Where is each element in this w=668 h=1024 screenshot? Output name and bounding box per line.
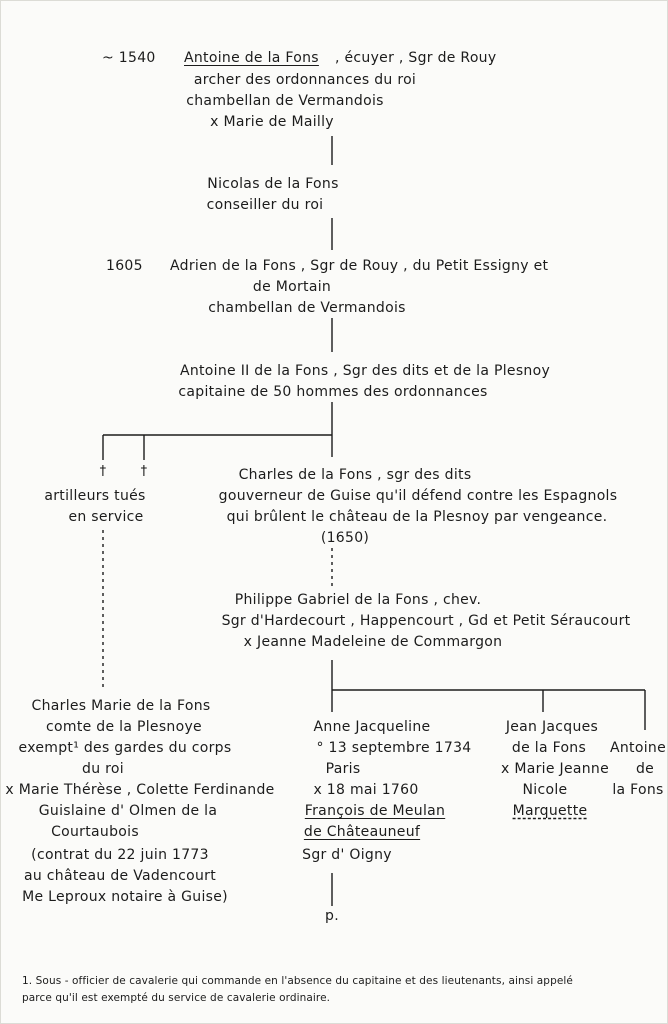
gen1-spouse: x Marie de Mailly: [210, 114, 334, 130]
gen2-office: conseiller du roi: [206, 197, 324, 213]
gen3-name: Adrien de la Fons , Sgr de Rouy , du Pet…: [170, 258, 549, 274]
charles-marie-spouse-3: Courtaubois: [51, 824, 139, 840]
gen2-name: Nicolas de la Fons: [207, 176, 339, 192]
gen3-name-cont: de Mortain: [252, 279, 332, 295]
jean-jacques-spouse: x Marie Jeanne: [501, 761, 609, 777]
charles-marie-contract: (contrat du 22 juin 1773: [31, 847, 209, 863]
charles-marie-contract-2: au château de Vadencourt: [23, 868, 217, 884]
descendant-marker: p.: [325, 908, 339, 924]
charles-marie-name: Charles Marie de la Fons: [31, 698, 211, 714]
jean-jacques-spouse-3: Marquette: [512, 803, 588, 819]
gen4-office: capitaine de 50 hommes des ordonnances: [178, 384, 488, 400]
death-cross-2: †: [140, 464, 148, 479]
anne-spouse-2: de Châteauneuf: [303, 824, 421, 840]
gen1-date: ~ 1540: [102, 50, 156, 66]
gen1-office: chambellan de Vermandois: [186, 93, 384, 109]
footnote-line-2: parce qu'il est exempté du service de ca…: [22, 992, 331, 1004]
jean-jacques-name-2: de la Fons: [511, 740, 587, 756]
gen3-date: 1605: [106, 258, 143, 274]
gen1-title: , écuyer , Sgr de Rouy: [335, 50, 497, 66]
charles-date: (1650): [320, 530, 370, 546]
charles-marie-title: comte de la Plesnoye: [46, 719, 202, 735]
gen1-occupation: archer des ordonnances du roi: [193, 72, 417, 88]
gen1-name: Antoine de la Fons: [184, 50, 319, 66]
anne-name: Anne Jacqueline: [313, 719, 431, 735]
gen3-office: chambellan de Vermandois: [208, 300, 406, 316]
jean-jacques-name: Jean Jacques: [505, 719, 599, 735]
anne-birth: ° 13 septembre 1734: [316, 740, 472, 756]
artilleurs-label: artilleurs tués: [44, 488, 146, 504]
charles-marie-contract-3: Me Leproux notaire à Guise): [22, 889, 228, 905]
footnote-line-1: 1. Sous - officier de cavalerie qui comm…: [22, 975, 573, 987]
antoine-right-name: Antoine: [610, 740, 666, 756]
anne-spouse: François de Meulan: [304, 803, 446, 819]
anne-marriage: x 18 mai 1760: [313, 782, 419, 798]
death-cross-1: †: [99, 464, 107, 479]
charles-event: qui brûlent le château de la Plesnoy par…: [226, 509, 608, 525]
artilleurs-label-2: en service: [68, 509, 144, 525]
charles-marie-office-2: du roi: [82, 761, 124, 777]
charles-office: gouverneur de Guise qu'il défend contre …: [218, 488, 618, 504]
philippe-name: Philippe Gabriel de la Fons , chev.: [234, 592, 482, 608]
charles-marie-spouse-2: Guislaine d' Olmen de la: [38, 803, 218, 819]
philippe-titles: Sgr d'Hardecourt , Happencourt , Gd et P…: [221, 613, 631, 629]
philippe-spouse: x Jeanne Madeleine de Commargon: [243, 634, 503, 650]
charles-marie-office: exempt¹ des gardes du corps: [18, 740, 232, 756]
anne-spouse-3: Sgr d' Oigny: [302, 847, 392, 863]
charles-name: Charles de la Fons , sgr des dits: [238, 467, 472, 483]
anne-birthplace: Paris: [325, 761, 361, 777]
antoine-right-name-2: de: [635, 761, 655, 777]
charles-marie-spouse: x Marie Thérèse , Colette Ferdinande: [5, 782, 275, 798]
jean-jacques-spouse-2: Nicole: [522, 782, 568, 798]
gen4-name: Antoine II de la Fons , Sgr des dits et …: [179, 363, 551, 379]
antoine-right-name-3: la Fons: [612, 782, 664, 798]
